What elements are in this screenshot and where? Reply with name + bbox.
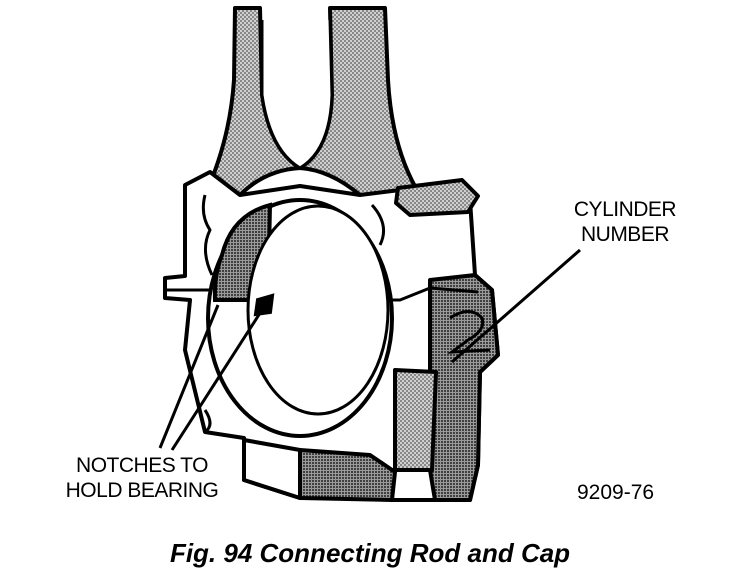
figure-id: 9209-76 xyxy=(577,481,655,504)
cylinder-leader-line xyxy=(451,248,581,364)
figure-caption: Fig. 94 Connecting Rod and Cap xyxy=(169,538,571,568)
notch-leader-line-1 xyxy=(158,304,220,449)
rod-shank xyxy=(203,6,422,197)
notch-leader-line-2 xyxy=(170,309,264,451)
notches-label: NOTCHES TO HOLD BEARING xyxy=(52,453,232,503)
cylinder-label-line1: CYLINDER xyxy=(573,198,677,221)
cylinder-number-label: CYLINDER NUMBER xyxy=(560,197,690,247)
notches-label-line1: NOTCHES TO xyxy=(76,454,208,477)
bearing-bore xyxy=(206,198,394,438)
cylinder-label-line2: NUMBER xyxy=(580,223,670,246)
cylinder-number-mark xyxy=(447,310,491,354)
leader-lines xyxy=(158,248,581,451)
notches-label-line2: HOLD BEARING xyxy=(65,479,219,502)
